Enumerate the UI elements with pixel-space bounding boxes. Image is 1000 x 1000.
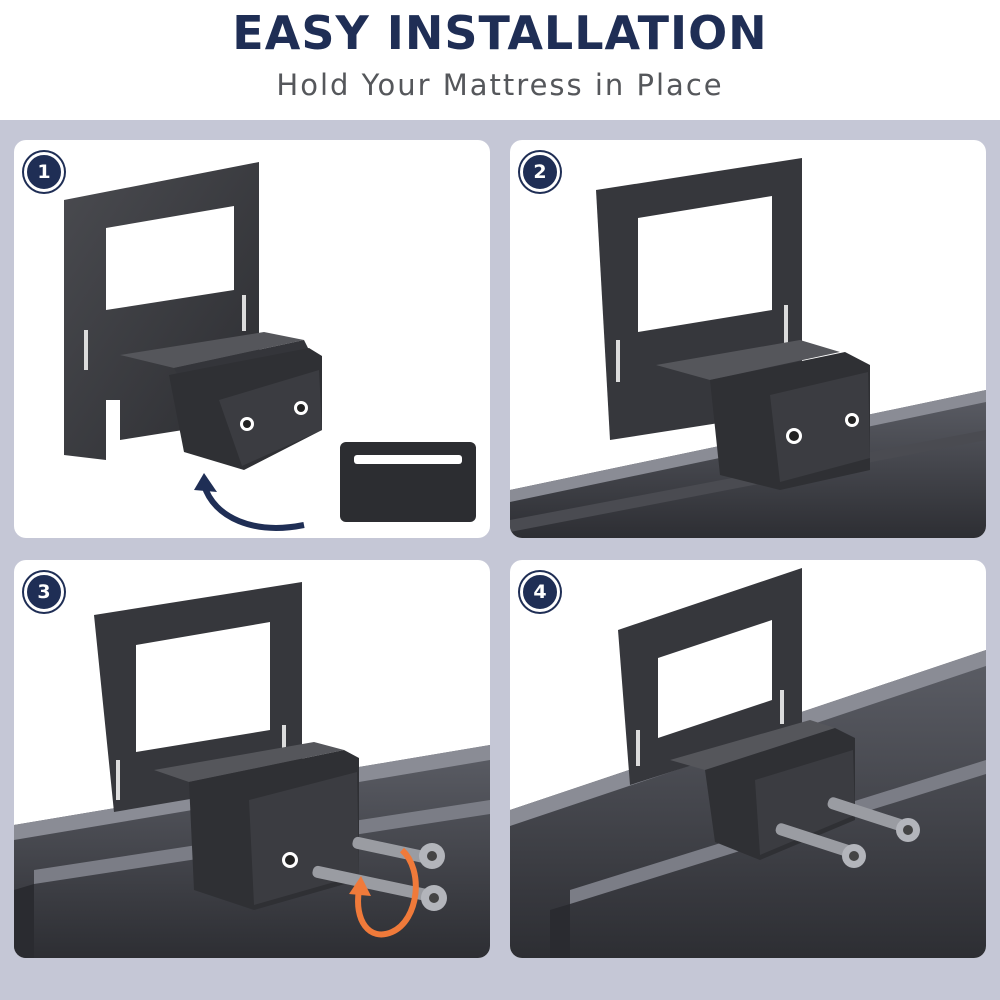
step-card-1: 1 — [14, 140, 490, 538]
screw-icon — [352, 836, 445, 869]
screw-icon — [775, 823, 866, 868]
step-badge-4: 4 — [520, 572, 560, 612]
page-subtitle: Hold Your Mattress in Place — [276, 68, 724, 102]
screw-icon — [312, 865, 447, 911]
header: EASY INSTALLATION Hold Your Mattress in … — [0, 0, 1000, 120]
step-badge-2: 2 — [520, 152, 560, 192]
curved-arrow-icon — [201, 483, 305, 531]
step-badge-3: 3 — [24, 572, 64, 612]
step-card-2: 2 — [510, 140, 986, 538]
page-title: EASY INSTALLATION — [232, 6, 768, 60]
bracket-cap — [340, 442, 476, 522]
step-card-4: 4 — [510, 560, 986, 958]
step-card-3: 3 — [14, 560, 490, 958]
rotate-arrow-icon — [355, 847, 419, 938]
step-badge-1: 1 — [24, 152, 64, 192]
step-4-illustration — [510, 568, 986, 958]
screw-icon — [827, 797, 920, 842]
step-3-illustration — [14, 582, 490, 958]
step-2-illustration — [510, 158, 986, 538]
step-1-illustration — [64, 162, 476, 531]
